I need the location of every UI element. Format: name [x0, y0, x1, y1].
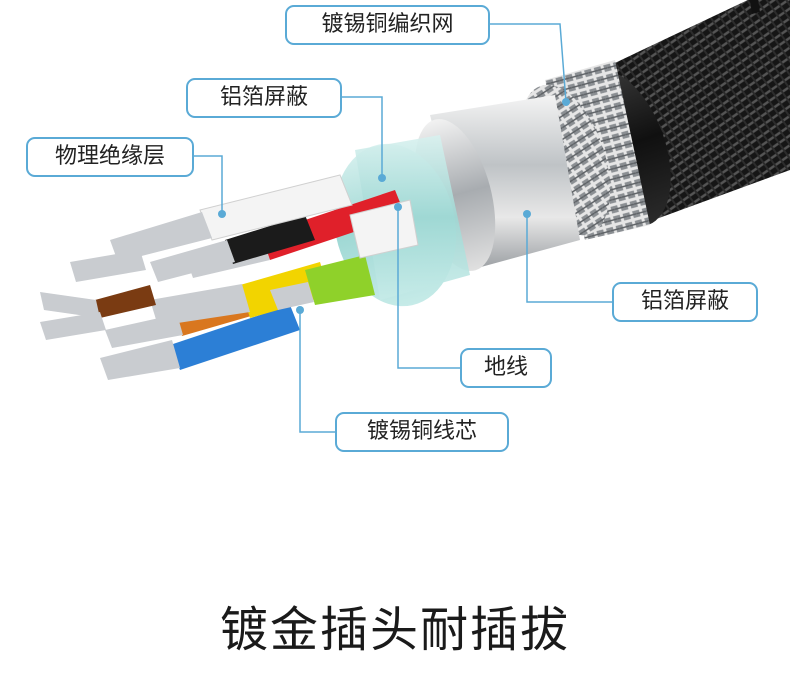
wire-ground	[349, 199, 419, 259]
caption: 镀金插头耐插拔	[219, 602, 570, 658]
label-ground: 地线	[460, 348, 552, 388]
leader-braid-dot	[562, 98, 570, 106]
label-insulation: 物理绝缘层	[26, 137, 194, 177]
callout-leaders	[194, 23, 612, 433]
wire-black	[150, 215, 315, 282]
wire-brown	[40, 285, 156, 318]
leader-ground-dot	[394, 203, 402, 211]
bare-strands	[40, 250, 146, 340]
leader-foil-inner-dot	[378, 174, 386, 182]
label-foil-inner: 铝箔屏蔽	[186, 78, 342, 118]
leader-foil-outer-dot	[523, 210, 531, 218]
label-braid: 镀锡铜编织网	[285, 5, 490, 45]
label-core: 镀锡铜线芯	[335, 412, 509, 452]
wire-green	[270, 255, 375, 310]
leader-braid	[490, 23, 567, 103]
leader-ground	[397, 207, 460, 369]
leader-insulation	[194, 155, 223, 214]
leader-core	[299, 310, 335, 433]
wire-white	[110, 174, 353, 262]
leader-core-dot	[296, 306, 304, 314]
wire-bundle	[40, 174, 419, 380]
leader-foil-inner	[342, 96, 383, 178]
label-foil-outer: 铝箔屏蔽	[612, 282, 758, 322]
leader-insulation-dot	[218, 210, 226, 218]
leader-foil-outer	[526, 214, 612, 303]
wire-blue	[100, 305, 300, 380]
